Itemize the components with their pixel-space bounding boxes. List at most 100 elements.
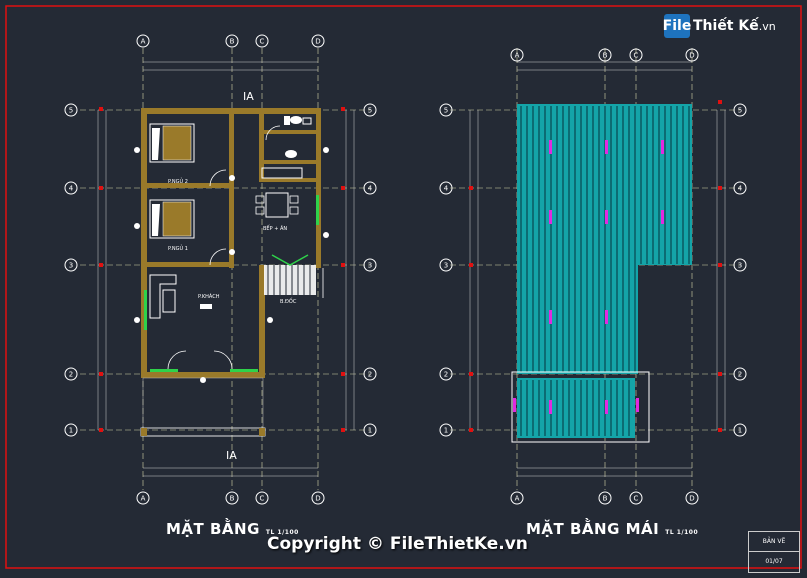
grid-bubble-row-circle xyxy=(64,181,78,195)
grid-bubble-row-circle xyxy=(363,181,377,195)
roof-sheets xyxy=(520,106,690,372)
sheet-label: BẢN VẼ xyxy=(762,538,786,545)
grid-bubble-col-circle xyxy=(225,491,239,505)
bathroom-fixtures xyxy=(284,116,312,158)
grid-bubble-row-circle xyxy=(733,103,747,117)
floor-plan: P.NGỦ 2 P.NGỦ 1 BẾP + ĂN P.KHÁCH B.ĐỐC I… xyxy=(80,48,370,490)
grid-bubble-row-label: 5 xyxy=(368,107,372,115)
logo-name-text: Thiết Kế xyxy=(693,18,759,34)
slope-markers xyxy=(513,140,664,414)
room-labels: P.NGỦ 2 P.NGỦ 1 BẾP + ĂN P.KHÁCH B.ĐỐC xyxy=(168,177,297,305)
walls xyxy=(141,108,321,378)
grid-bubble-col-circle xyxy=(629,48,643,62)
roof-dimension-lines xyxy=(469,61,726,477)
sheet-number: 01/07 xyxy=(749,551,799,565)
bed-2 xyxy=(149,123,195,163)
grid-bubble-row-label: 2 xyxy=(444,371,448,379)
grid-bubble-col-label: B xyxy=(603,52,608,60)
grid-bubble-row-circle xyxy=(64,103,78,117)
grid-bubble-row-label: 3 xyxy=(444,262,448,270)
grid-bubble-row-circle xyxy=(64,258,78,272)
grid-bubble-col-circle xyxy=(255,491,269,505)
windows xyxy=(144,195,319,372)
grid-bubble-row-circle xyxy=(733,423,747,437)
logo-name: Thiết Kế.vn xyxy=(693,18,776,34)
electrical-markers xyxy=(134,147,329,383)
room-label-kitchen: BẾP + ĂN xyxy=(263,224,287,232)
grid-bubble-col-circle xyxy=(136,34,150,48)
roof-column-markers xyxy=(469,100,722,432)
room-label-stair: B.ĐỐC xyxy=(280,297,297,305)
grid-lines-horizontal xyxy=(80,109,370,431)
door-swings xyxy=(167,125,281,370)
grid-bubble-row-circle xyxy=(439,181,453,195)
grid-bubble-row-circle xyxy=(363,367,377,381)
sheet-number-box: BẢN VẼ 01/07 xyxy=(748,531,800,573)
grid-bubble-col-label: A xyxy=(515,495,520,503)
grid-bubble-row-label: 1 xyxy=(444,427,448,435)
grid-bubble-row-circle xyxy=(733,367,747,381)
grid-bubble-col-circle xyxy=(629,491,643,505)
grid-bubble-row-label: 4 xyxy=(444,185,449,193)
grid-bubble-row-circle xyxy=(363,423,377,437)
grid-bubble-row-label: 3 xyxy=(69,262,73,270)
grid-bubble-col-circle xyxy=(685,48,699,62)
grid-bubble-col-circle xyxy=(510,491,524,505)
tv-unit xyxy=(200,304,212,309)
grid-bubble-row-circle xyxy=(363,103,377,117)
grid-bubble-col-circle xyxy=(225,34,239,48)
grid-bubble-row-label: 5 xyxy=(738,107,742,115)
dining-table xyxy=(255,192,299,218)
grid-bubble-row-label: 4 xyxy=(69,185,74,193)
grid-bubble-col-label: A xyxy=(141,38,146,46)
grid-bubble-row-circle xyxy=(439,423,453,437)
grid-bubble-col-circle xyxy=(510,48,524,62)
grid-bubble-col-circle xyxy=(598,48,612,62)
grid-bubble-col-label: C xyxy=(634,495,639,503)
grid-bubble-row-circle xyxy=(439,367,453,381)
roof-plan-scale: TL 1/100 xyxy=(665,529,699,536)
grid-bubble-row-circle xyxy=(64,367,78,381)
grid-bubble-col-label: D xyxy=(315,38,320,46)
grid-bubble-col-label: D xyxy=(315,495,320,503)
floor-plan-scale: TL 1/100 xyxy=(265,529,299,536)
grid-bubble-row-label: 3 xyxy=(738,262,742,270)
column-markers xyxy=(99,107,345,432)
room-label-bedroom-1: P.NGỦ 1 xyxy=(168,244,188,252)
grid-bubble-row-label: 3 xyxy=(368,262,372,270)
grid-bubble-row-circle xyxy=(363,258,377,272)
grid-bubble-row-circle xyxy=(733,258,747,272)
grid-bubble-col-label: B xyxy=(230,38,235,46)
stair xyxy=(264,254,324,298)
porch xyxy=(140,377,266,437)
porch-roof-sheets xyxy=(520,380,630,436)
section-mark-top: IA xyxy=(243,90,254,103)
grid-bubble-col-label: C xyxy=(260,495,265,503)
roof-plan-title-text: MẶT BẰNG MÁI xyxy=(526,520,660,538)
site-logo: File Thiết Kế.vn xyxy=(663,12,776,40)
grid-bubble-row-label: 4 xyxy=(738,185,743,193)
grid-bubble-row-circle xyxy=(439,258,453,272)
kitchen-counter xyxy=(261,167,303,179)
sofa xyxy=(149,274,177,319)
grid-bubble-row-label: 2 xyxy=(368,371,372,379)
grid-bubble-col-label: C xyxy=(260,38,265,46)
roof-plan-title: MẶT BẰNG MÁI TL 1/100 xyxy=(526,520,698,538)
grid-bubble-col-circle xyxy=(311,491,325,505)
grid-bubble-row-label: 2 xyxy=(738,371,742,379)
porch-roof-area xyxy=(517,378,635,438)
grid-bubble-col-label: D xyxy=(689,52,694,60)
grid-bubble-row-label: 5 xyxy=(69,107,73,115)
grid-bubble-row-label: 5 xyxy=(444,107,448,115)
grid-bubble-col-label: C xyxy=(634,52,639,60)
grid-bubble-row-label: 1 xyxy=(368,427,372,435)
room-label-bedroom-2: P.NGỦ 2 xyxy=(168,177,188,185)
grid-bubble-row-label: 2 xyxy=(69,371,73,379)
grid-bubble-col-circle xyxy=(136,491,150,505)
grid-bubble-col-label: D xyxy=(689,495,694,503)
grid-bubble-row-label: 1 xyxy=(69,427,73,435)
grid-bubble-col-circle xyxy=(685,491,699,505)
grid-bubble-col-label: B xyxy=(230,495,235,503)
